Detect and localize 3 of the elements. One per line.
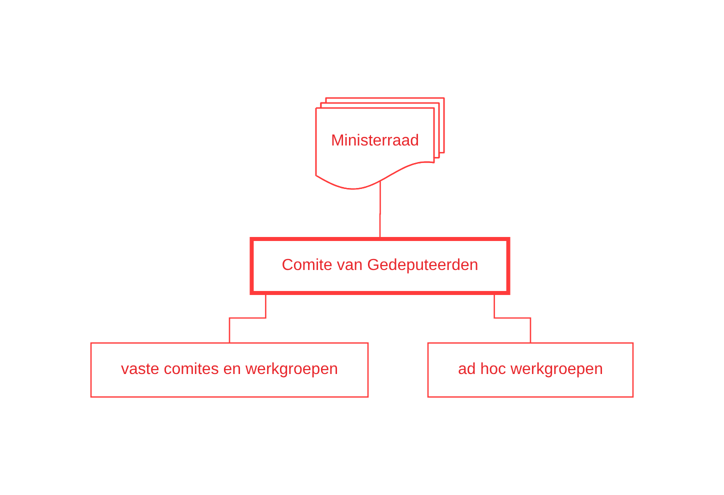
node-box: Comite van Gedeputeerden bbox=[250, 237, 510, 295]
node-box: vaste comites en werkgroepen bbox=[90, 342, 369, 398]
node-box: ad hoc werkgroepen bbox=[427, 342, 634, 398]
